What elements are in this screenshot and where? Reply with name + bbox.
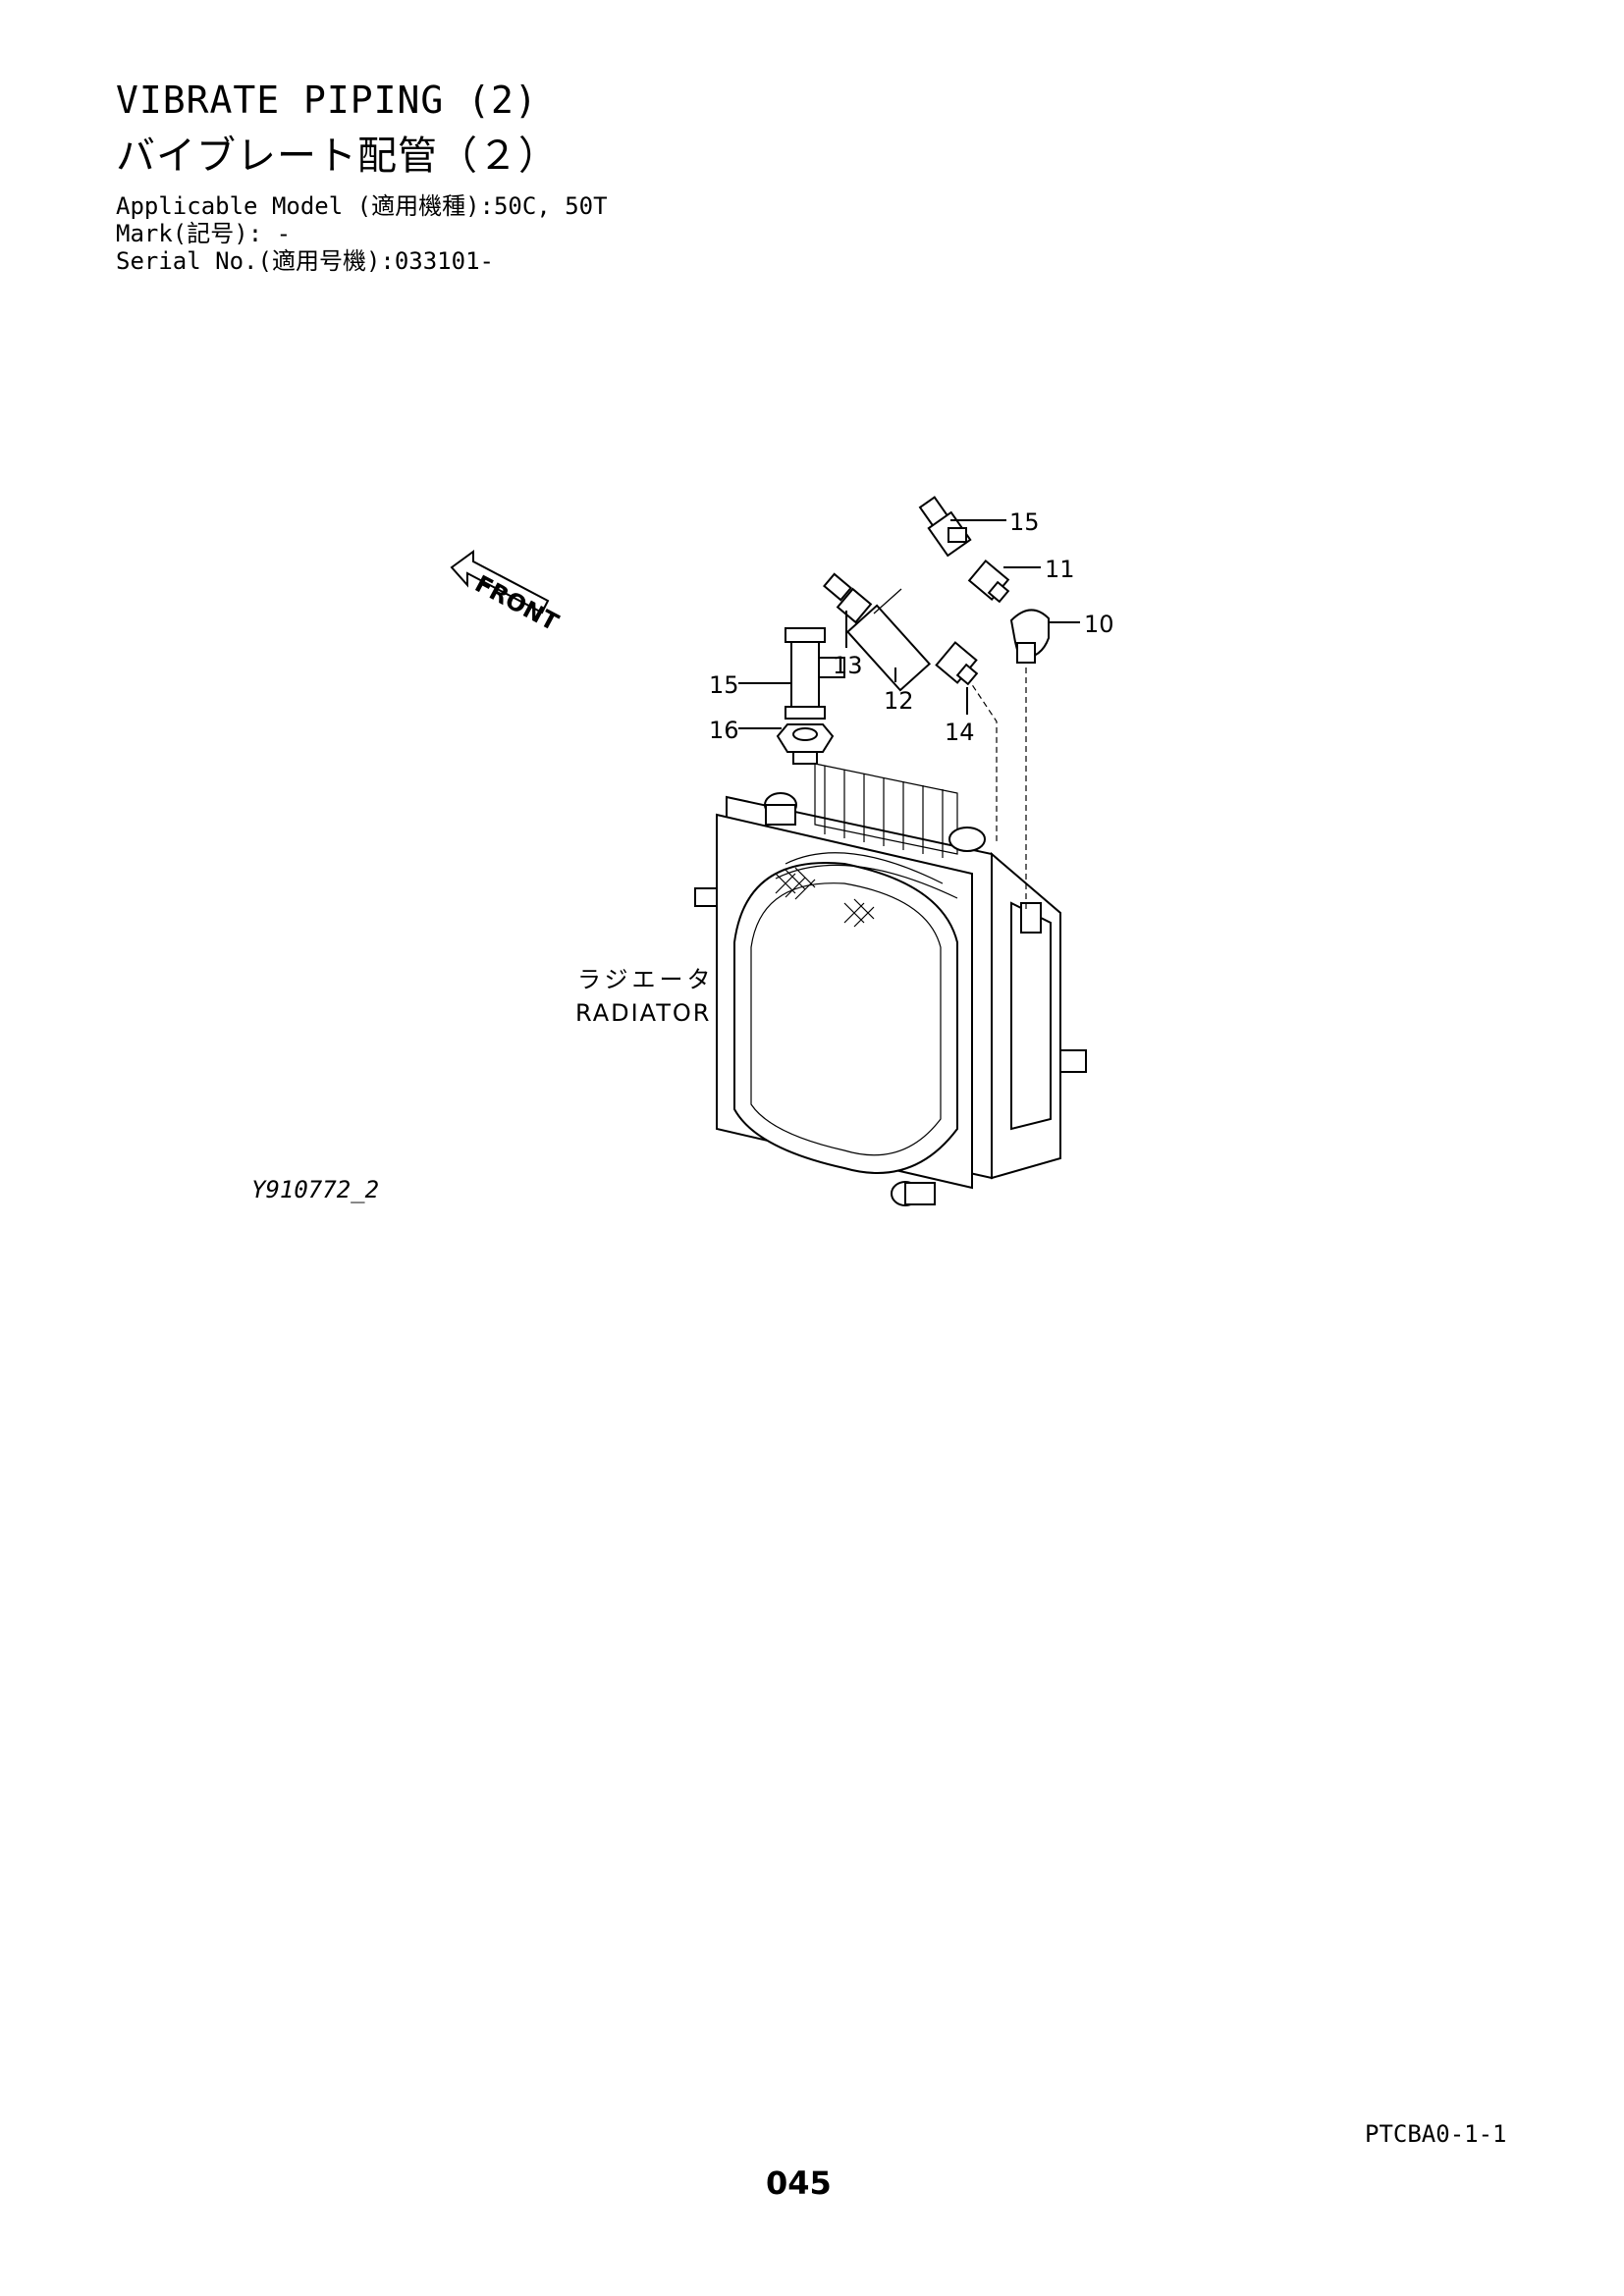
serial-number: Serial No.(適用号機):033101- (116, 247, 494, 275)
radiator-label-jp: ラジエータ (577, 966, 715, 993)
callout-15-top: 15 (1009, 508, 1040, 536)
front-label: FRONT (470, 570, 564, 637)
part-16-icon (776, 723, 835, 765)
callout-11: 11 (1045, 556, 1075, 583)
callout-13: 13 (833, 652, 863, 679)
callout-15-tee: 15 (709, 671, 739, 699)
part-13-icon (823, 572, 873, 624)
callout-10: 10 (1084, 611, 1114, 638)
part-10-icon (1009, 609, 1050, 664)
applicable-model: Applicable Model (適用機種):50C, 50T (116, 192, 608, 220)
part-14-icon (935, 641, 979, 686)
radiator-label-en: RADIATOR (575, 999, 711, 1027)
page-title-jp: バイブレート配管（２） (116, 133, 559, 179)
part-15-top-icon (918, 496, 972, 558)
callout-12: 12 (884, 687, 914, 715)
callout-14: 14 (945, 719, 975, 746)
figure-id: Y910772_2 (251, 1176, 380, 1203)
page-number: 045 (766, 2164, 832, 2202)
radiator-icon (694, 763, 1087, 1206)
part-11-icon (967, 559, 1010, 604)
part-15-tee-icon (785, 627, 845, 720)
callout-16: 16 (709, 717, 739, 744)
part-12-icon (845, 588, 932, 692)
page-title-en: VIBRATE PIPING (2) (116, 79, 538, 122)
front-arrow-icon: FRONT (450, 550, 564, 637)
footer-code: PTCBA0-1-1 (1365, 2120, 1507, 2148)
mark-line: Mark(記号): - (116, 220, 292, 247)
